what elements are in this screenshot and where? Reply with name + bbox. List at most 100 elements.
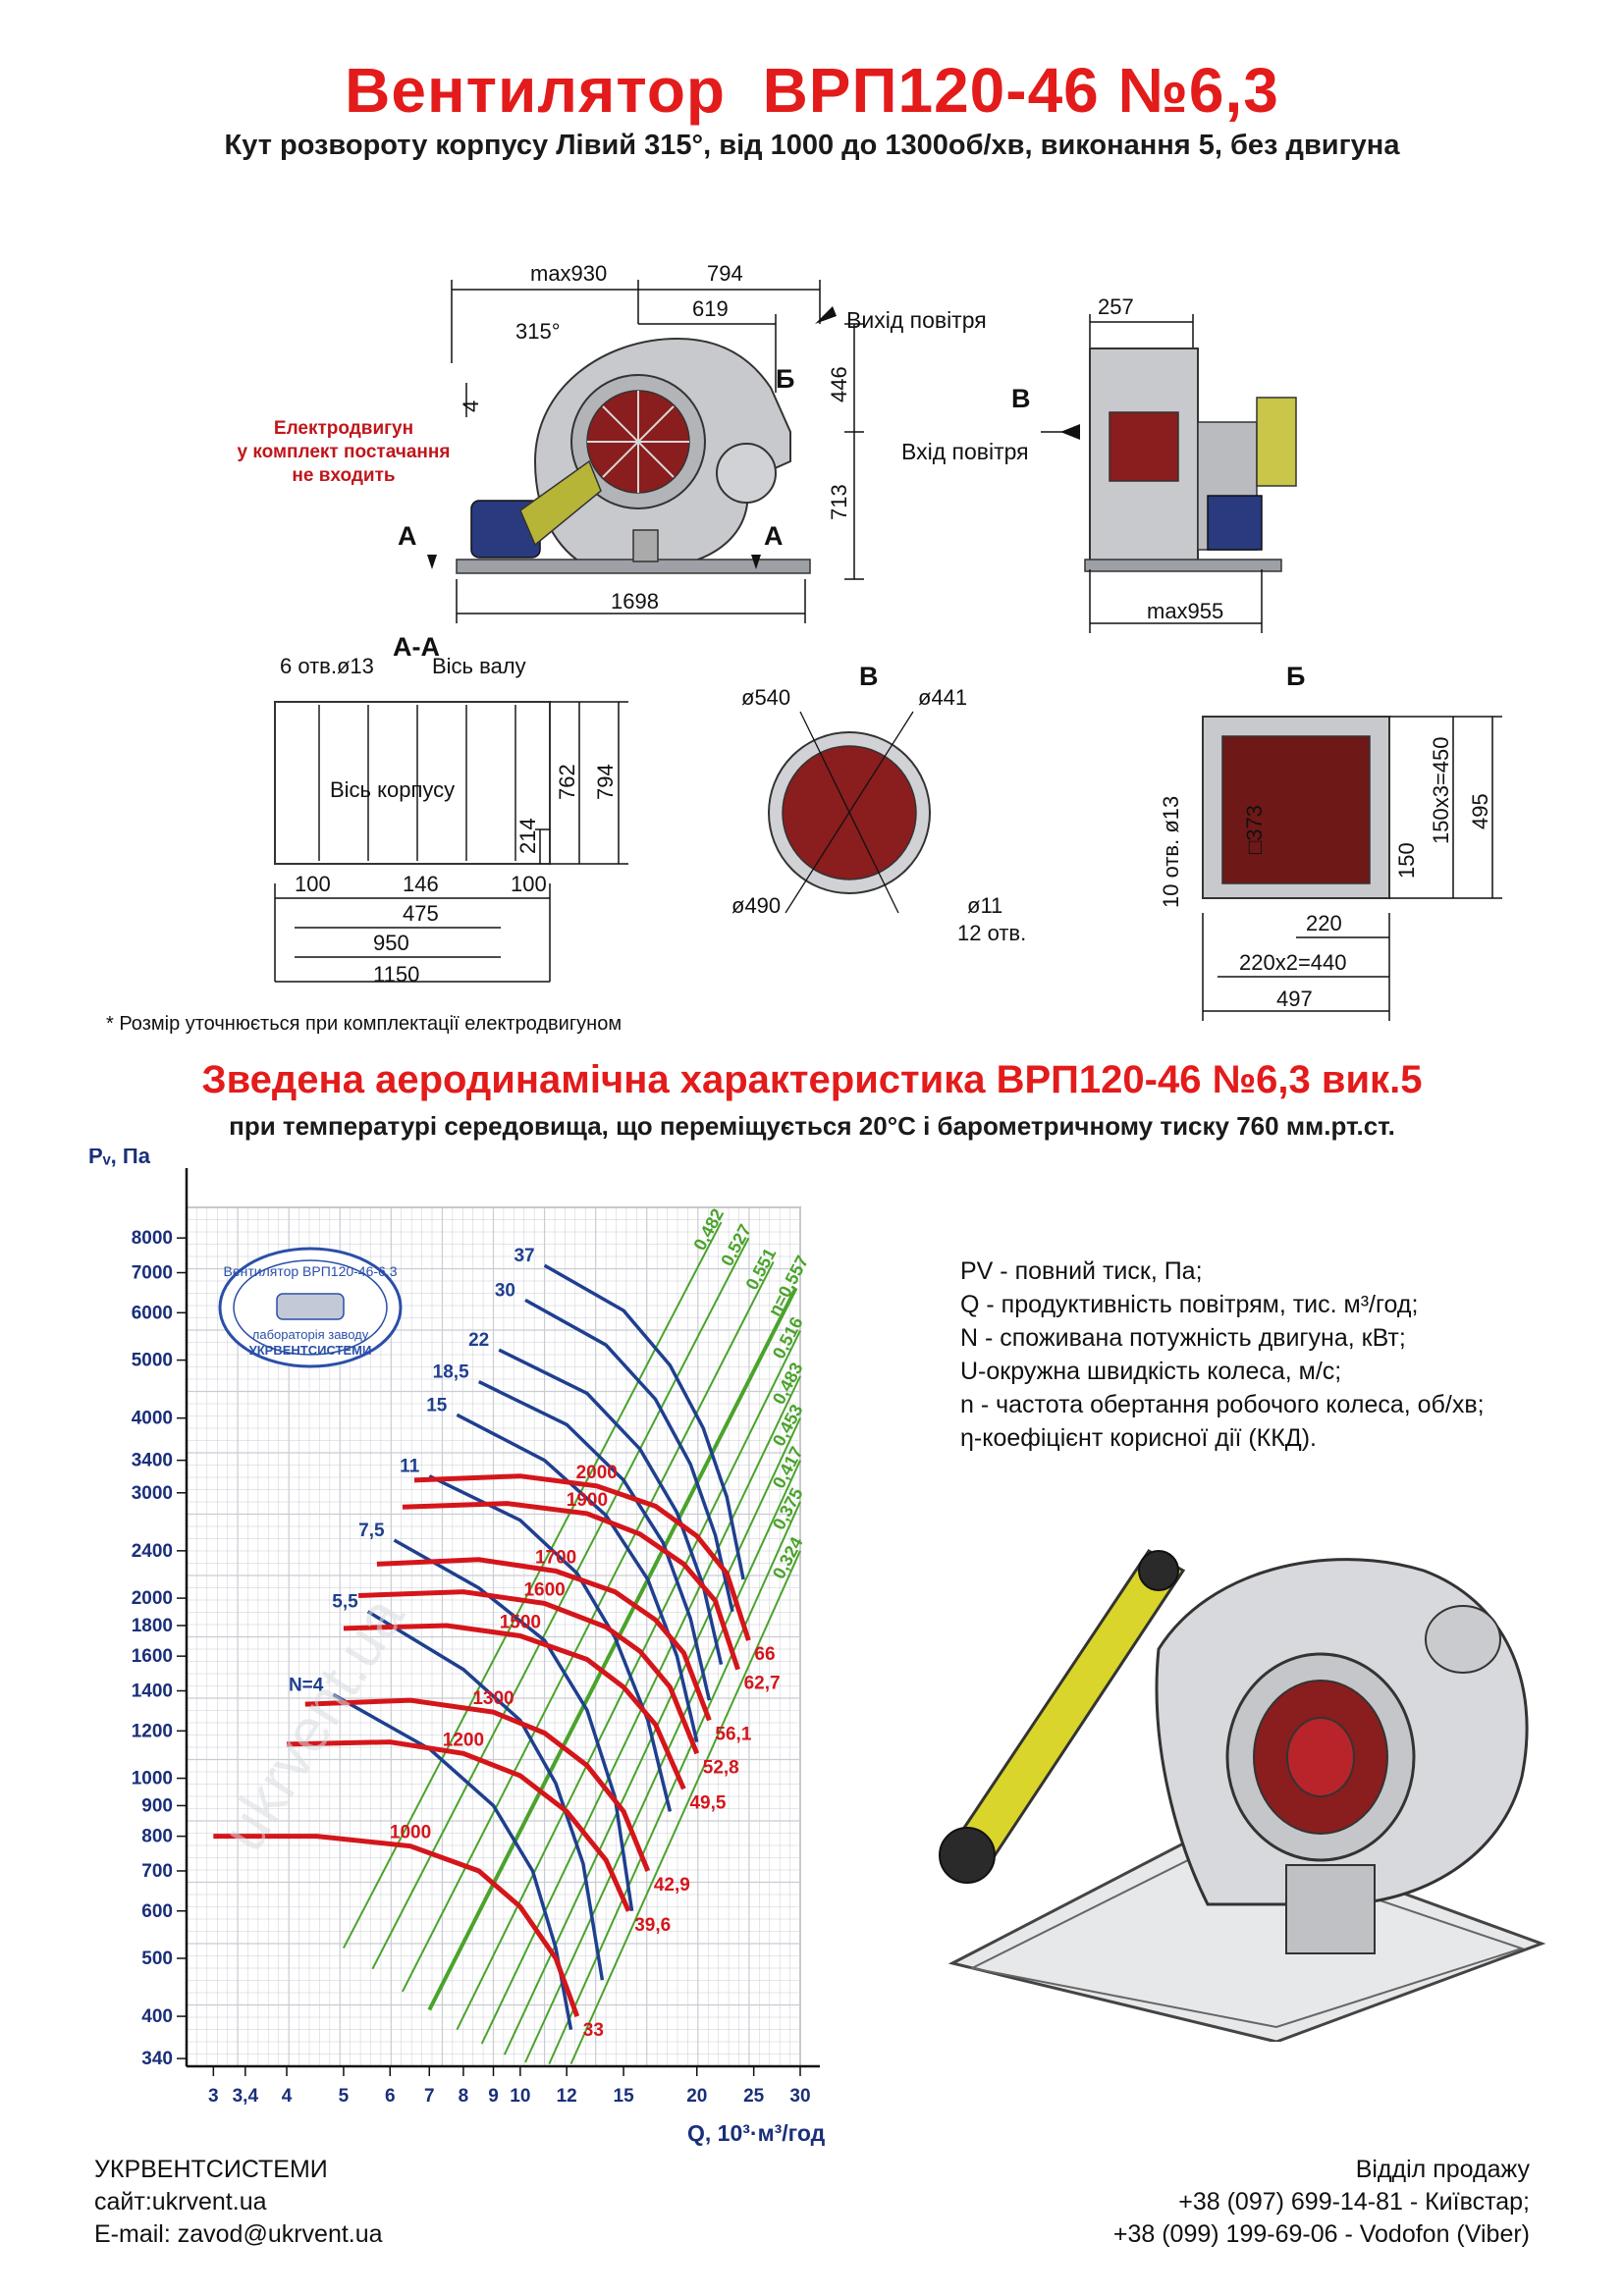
x-tick-label: 8 xyxy=(459,2086,469,2107)
power-curve xyxy=(524,1298,734,1613)
power-curve xyxy=(366,1610,605,1981)
x-tick-label: 7 xyxy=(424,2086,435,2107)
front-view-drawing: max930 794 619 315° 446 713 1698 4 Вихід… xyxy=(274,261,1502,1021)
tip-speed-label: 33 xyxy=(583,2020,604,2041)
speed-curve xyxy=(402,1501,740,1671)
dim-d540: ø540 xyxy=(741,685,790,710)
power-label: 7,5 xyxy=(358,1521,385,1541)
company-email[interactable]: E-mail: zavod@ukrvent.ua xyxy=(94,2220,383,2248)
power-curve xyxy=(543,1263,745,1580)
dim-220x2: 220х2=440 xyxy=(1239,950,1347,975)
outlet-flange-inner xyxy=(1221,735,1371,884)
x-axis-label: Q, 10³·м³/год xyxy=(687,2120,826,2146)
y-tick-label: 3400 xyxy=(132,1451,173,1471)
speed-curve xyxy=(304,1697,651,1872)
power-curve xyxy=(498,1348,724,1665)
dim-max930: max930 xyxy=(530,261,607,286)
y-tick-label: 800 xyxy=(141,1827,173,1847)
tip-speed-label: 66 xyxy=(754,1644,775,1665)
dim-d441: ø441 xyxy=(918,685,967,710)
dim-713: 713 xyxy=(827,484,851,520)
speed-curve xyxy=(413,1473,751,1641)
y-tick-label: 2400 xyxy=(132,1541,173,1562)
x-tick-label: 10 xyxy=(510,2086,530,2107)
chart-legend: PV - повний тиск, Па; Q - продуктивність… xyxy=(960,1255,1485,1455)
dim-10-holes: 10 отв. ø13 xyxy=(1159,796,1183,908)
dim-12-holes: 12 отв. xyxy=(957,921,1026,945)
efficiency-line xyxy=(548,1501,801,2065)
speed-label: 1900 xyxy=(567,1490,608,1511)
page-title: Вентилятор ВРП120-46 №6,3 xyxy=(345,55,1279,126)
dim-146: 146 xyxy=(403,872,439,896)
outlet-arrow-icon xyxy=(815,306,837,324)
dim-4: 4 xyxy=(459,400,483,412)
y-axis-label: Pᵥ, Па xyxy=(88,1148,151,1168)
speed-label: 1700 xyxy=(535,1547,576,1568)
y-tick-label: 340 xyxy=(141,2049,173,2069)
y-tick-label: 1600 xyxy=(132,1646,173,1667)
fan-support xyxy=(632,529,659,562)
footnote: * Розмір уточнюється при комплектації ел… xyxy=(106,1013,623,1035)
y-tick-label: 6000 xyxy=(132,1303,173,1323)
view-v-marker: В xyxy=(1011,384,1031,413)
y-tick-label: 3000 xyxy=(132,1483,173,1504)
speed-label: 1500 xyxy=(500,1612,541,1632)
aerodynamic-chart: 0,4820,5270,551η=0,5570,5160,4830,4530,4… xyxy=(88,1148,826,2146)
speed-curve xyxy=(376,1557,712,1722)
y-tick-label: 700 xyxy=(141,1861,173,1882)
view-b-title: Б xyxy=(1286,662,1305,691)
stamp-bottom-text: лабораторія заводу xyxy=(252,1327,369,1342)
x-tick-label: 20 xyxy=(686,2086,707,2107)
dim-150: 150 xyxy=(1394,842,1419,879)
outlet-air-label: Вихід повітря xyxy=(846,307,987,333)
power-curve xyxy=(477,1380,712,1701)
x-tick-label: 15 xyxy=(614,2086,635,2107)
holes-label: 6 отв.ø13 xyxy=(280,654,374,678)
characteristic-title: Зведена аеродинамічна характеристика ВРП… xyxy=(201,1058,1423,1101)
speed-curve xyxy=(358,1589,700,1755)
x-tick-label: 12 xyxy=(557,2086,577,2107)
legend-q: Q - продуктивність повітрям, тис. м³/год… xyxy=(960,1291,1419,1318)
dim-1150: 1150 xyxy=(373,962,419,987)
fan-3d-illustration xyxy=(939,1549,1546,2042)
sales-phone-vodafone[interactable]: +38 (099) 199-69-06 - Vodofon (Viber) xyxy=(1112,2220,1530,2248)
sales-phone-kyivstar[interactable]: +38 (097) 699-14-81 - Київстар; xyxy=(1178,2188,1530,2216)
dim-446: 446 xyxy=(827,366,851,402)
y-tick-label: 8000 xyxy=(132,1228,173,1249)
speed-curve xyxy=(343,1623,686,1790)
characteristic-subtitle: при температурі середовища, що переміщує… xyxy=(229,1111,1395,1141)
section-arrow-icon xyxy=(751,555,761,569)
speed-label: 1600 xyxy=(523,1579,565,1600)
y-tick-label: 7000 xyxy=(132,1263,173,1284)
y-tick-label: 1800 xyxy=(132,1616,173,1636)
page-subtitle: Кут розвороту корпусу Лівий 315°, від 10… xyxy=(224,130,1400,161)
company-site[interactable]: сайт:ukrvent.ua xyxy=(94,2188,267,2216)
y-tick-label: 1200 xyxy=(132,1721,173,1741)
speed-label: 1200 xyxy=(443,1730,484,1750)
tip-speed-label: 49,5 xyxy=(689,1792,726,1813)
tip-speed-label: 56,1 xyxy=(715,1724,751,1744)
dim-100-left: 100 xyxy=(295,872,331,896)
power-curve xyxy=(456,1413,699,1742)
power-curve xyxy=(428,1474,673,1812)
fan-outlet-flange xyxy=(716,443,777,504)
stamp-org-text: УКРВЕНТСИСТЕМИ xyxy=(249,1343,372,1358)
inlet-air-label: Вхід повітря xyxy=(901,439,1029,464)
company-name: УКРВЕНТСИСТЕМИ xyxy=(94,2156,328,2183)
dim-619: 619 xyxy=(692,296,729,321)
efficiency-line xyxy=(524,1460,801,2063)
y-tick-label: 600 xyxy=(141,1901,173,1922)
efficiency-line xyxy=(456,1330,801,2031)
section-aa-frame xyxy=(274,701,551,865)
power-label: 15 xyxy=(426,1395,448,1415)
footer-company-block: УКРВЕНТСИСТЕМИ сайт:ukrvent.ua E-mail: z… xyxy=(94,2154,383,2251)
x-tick-label: 3,4 xyxy=(233,2086,259,2107)
dim-794: 794 xyxy=(707,261,743,286)
tip-speed-label: 39,6 xyxy=(634,1915,671,1936)
dim-100-right: 100 xyxy=(511,872,547,896)
dim-max955: max955 xyxy=(1147,599,1223,623)
x-tick-label: 25 xyxy=(743,2086,765,2107)
dim-315deg: 315° xyxy=(515,319,561,344)
section-a-marker-right: А xyxy=(764,521,784,551)
